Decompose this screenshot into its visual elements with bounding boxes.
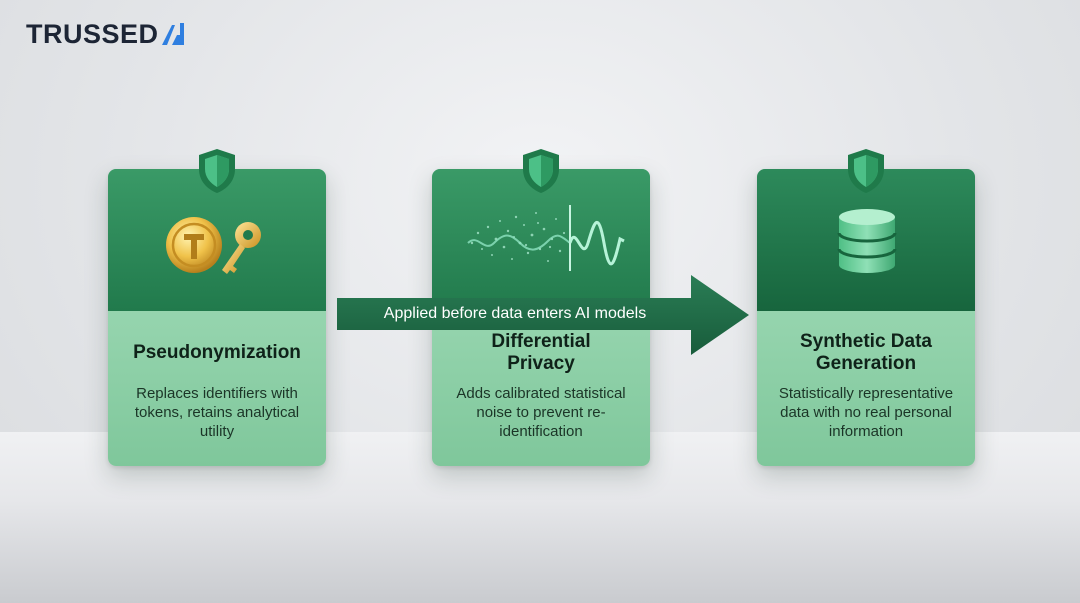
card-description: Adds calibrated statistical noise to pre… [456, 385, 626, 440]
card-pseudonymization: Pseudonymization Replaces identifiers wi… [108, 169, 326, 466]
token-key-icon [166, 217, 261, 274]
card-title: Differential Privacy [432, 331, 650, 375]
database-icon [837, 209, 897, 273]
card-description: Replaces identifiers with tokens, retain… [134, 385, 300, 440]
card-title: Pseudonymization [133, 342, 301, 363]
card-title-text: Synthetic Data Generation [800, 331, 932, 374]
shield-icon [199, 149, 235, 193]
card-description: Statistically representative data with n… [778, 385, 954, 440]
logo-mark-icon [161, 23, 184, 45]
arrow-label: Applied before data enters AI models [383, 305, 647, 322]
card-synthetic-data: Synthetic Data Generation Statistically … [757, 169, 975, 466]
shield-icon [848, 149, 884, 193]
logo-text: TRUSSED [26, 18, 159, 49]
noise-wave-icon [467, 205, 625, 271]
card-title-text: Differential Privacy [491, 331, 591, 374]
card-title: Synthetic Data Generation [757, 331, 975, 375]
shield-icon [523, 149, 559, 193]
brand-logo: TRUSSED [26, 18, 186, 50]
process-arrow [337, 275, 749, 355]
